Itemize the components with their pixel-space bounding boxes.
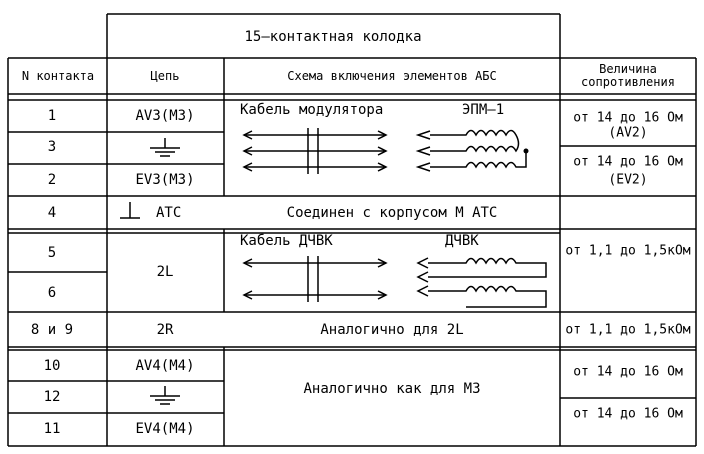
table-title: 15–контактная колодка <box>244 29 422 45</box>
resistance-ev2-value: от 14 до 16 Ом <box>573 154 683 170</box>
ground-icon <box>150 138 180 157</box>
contact-3: 3 <box>47 139 57 155</box>
contact-5: 5 <box>47 245 57 261</box>
header-resistance-line2: сопротивления <box>581 75 675 89</box>
contact-1: 1 <box>47 108 57 124</box>
scheme-m3-diagram <box>242 128 529 174</box>
scheme-2r-note: Аналогично для 2L <box>320 322 464 338</box>
chassis-ground-icon <box>120 202 140 219</box>
header-resistance-line1: Величина <box>599 62 657 76</box>
resistance-2r: от 1,1 до 1,5кОм <box>565 322 691 338</box>
contact-2: 2 <box>47 172 57 188</box>
dchvk-device-label: ДЧВК <box>445 233 479 249</box>
scheme-chassis-note: Соединен с корпусом М АТС <box>286 205 498 221</box>
circuit-2r: 2R <box>156 322 174 338</box>
contact-6: 6 <box>47 285 57 301</box>
circuit-ev4: EV4(M4) <box>135 421 195 437</box>
header-contact: N контакта <box>21 69 95 83</box>
scheme-m4-note: Аналогично как для М3 <box>303 381 481 397</box>
circuit-ats: АТС <box>156 205 182 221</box>
circuit-ev3: EV3(M3) <box>135 172 195 188</box>
ground-icon <box>150 386 180 405</box>
scheme-dchvk-diagram <box>242 256 547 308</box>
cable-modulator-label: Кабель модулятора <box>240 102 384 118</box>
contact-10: 10 <box>43 358 61 374</box>
contact-4: 4 <box>47 205 57 221</box>
contact-11: 11 <box>43 421 61 437</box>
resistance-ev2-label: (EV2) <box>608 172 648 188</box>
resistance-m4-b: от 14 до 16 Ом <box>573 406 683 422</box>
contact-12: 12 <box>43 389 61 405</box>
resistance-m4-a: от 14 до 16 Ом <box>573 364 683 380</box>
cable-dchvk-label: Кабель ДЧВК <box>240 233 333 249</box>
resistance-av2-label: (AV2) <box>608 125 648 141</box>
header-circuit: Цепь <box>150 69 180 83</box>
resistance-2l: от 1,1 до 1,5кОм <box>565 243 691 259</box>
resistance-av2-value: от 14 до 16 Ом <box>573 110 683 126</box>
epm-device-label: ЭПМ–1 <box>462 102 505 118</box>
contact-8-9: 8 и 9 <box>30 322 74 338</box>
header-scheme: Схема включения элементов АБС <box>287 69 497 83</box>
circuit-av4: AV4(M4) <box>135 358 195 374</box>
circuit-av3: AV3(M3) <box>135 108 195 124</box>
circuit-2l: 2L <box>156 264 174 280</box>
